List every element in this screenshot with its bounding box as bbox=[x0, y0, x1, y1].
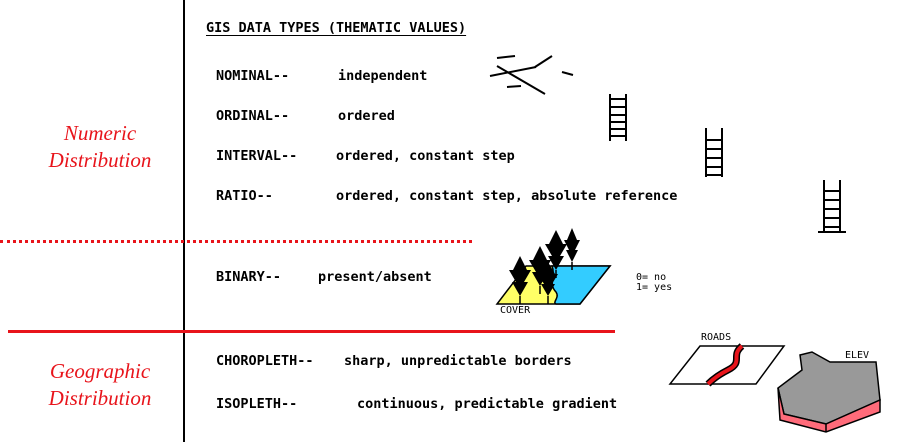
ratio-desc: ordered, constant step, absolute referen… bbox=[336, 188, 678, 204]
choropleth-desc: sharp, unpredictable borders bbox=[344, 353, 572, 369]
ordinal-term: ORDINAL-- bbox=[216, 108, 290, 124]
binary-legend-zero: 0= no bbox=[636, 272, 667, 283]
diagram-title: GIS DATA TYPES (THEMATIC VALUES) bbox=[206, 20, 467, 36]
binary-desc: present/absent bbox=[318, 269, 432, 285]
binary-legend-one: 1= yes bbox=[636, 282, 673, 293]
choropleth-term: CHOROPLETH-- bbox=[216, 353, 314, 369]
elev-label: ELEV bbox=[845, 350, 870, 361]
roads-label: ROADS bbox=[701, 332, 732, 343]
geographic-label-line2: Distribution bbox=[48, 386, 152, 410]
interval-desc: ordered, constant step bbox=[336, 148, 515, 164]
numeric-label-line2: Distribution bbox=[48, 148, 152, 172]
geographic-label-line1: Geographic bbox=[49, 359, 151, 383]
binary-term: BINARY-- bbox=[216, 269, 282, 285]
dotted-separator bbox=[0, 240, 472, 243]
red-separator bbox=[8, 330, 615, 333]
ratio-term: RATIO-- bbox=[216, 188, 273, 204]
nominal-desc: independent bbox=[338, 68, 428, 84]
isopleth-desc: continuous, predictable gradient bbox=[357, 396, 618, 412]
numeric-label-line1: Numeric bbox=[63, 121, 137, 145]
cover-label: COVER bbox=[500, 305, 531, 316]
geographic-distribution-label: Geographic Distribution bbox=[20, 358, 180, 412]
isopleth-term: ISOPLETH-- bbox=[216, 396, 298, 412]
interval-term: INTERVAL-- bbox=[216, 148, 298, 164]
ordinal-desc: ordered bbox=[338, 108, 395, 124]
vertical-divider bbox=[183, 0, 185, 442]
numeric-distribution-label: Numeric Distribution bbox=[20, 120, 180, 174]
nominal-term: NOMINAL-- bbox=[216, 68, 290, 84]
